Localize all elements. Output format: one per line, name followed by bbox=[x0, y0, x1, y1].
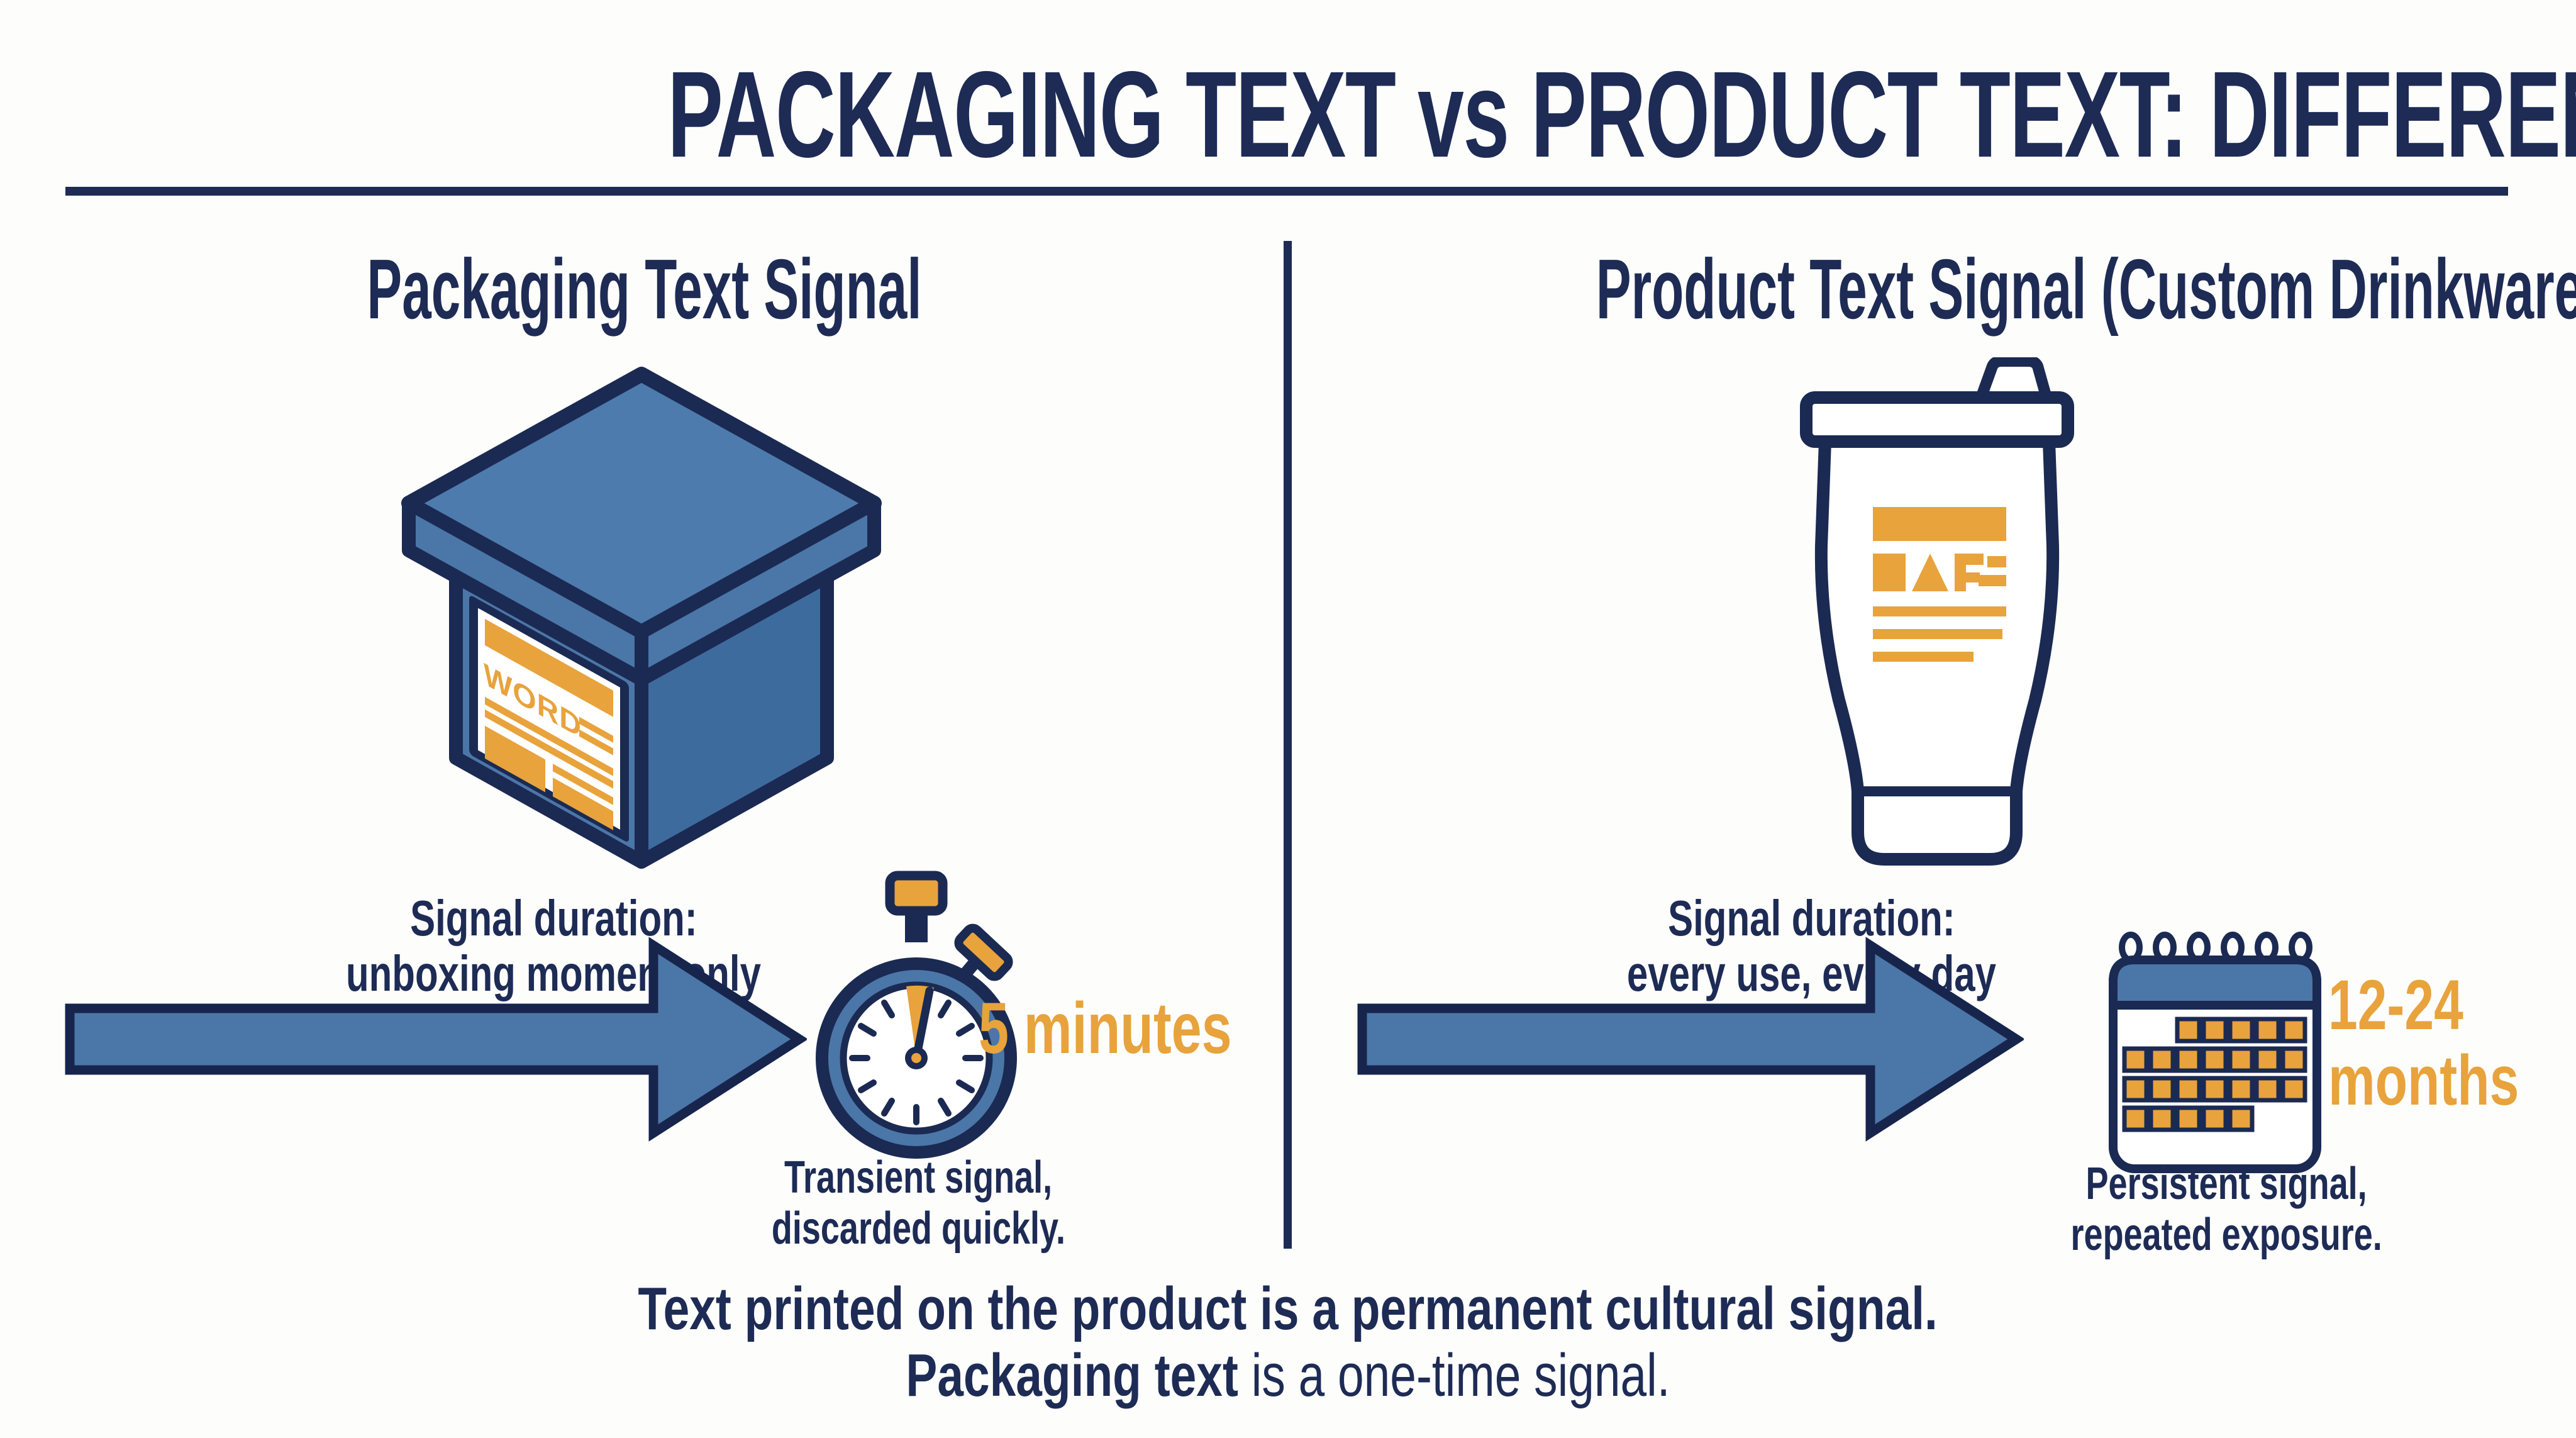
stopwatch-hub-center bbox=[911, 1053, 921, 1063]
twelve-24-text: 12-24 bbox=[2328, 966, 2463, 1044]
tumbler-icon bbox=[1800, 357, 2074, 866]
stopwatch-icon bbox=[816, 871, 1017, 1159]
stopwatch-side-button bbox=[954, 923, 1013, 981]
calendar-day-grid bbox=[2122, 1017, 2307, 1132]
footer-line2-bold: Packaging text bbox=[906, 1342, 1238, 1409]
tumbler-lid bbox=[1800, 391, 2074, 448]
column-divider bbox=[1284, 241, 1292, 1249]
right-column-header-row: Product Text Signal (Custom Drinkware) bbox=[1288, 247, 2576, 332]
stopwatch-hand bbox=[912, 986, 934, 1062]
calendar-header-band bbox=[2109, 956, 2321, 1010]
box-icon: WORD bbox=[401, 367, 882, 869]
right-column-header: Product Text Signal (Custom Drinkware) bbox=[1596, 242, 2576, 337]
stopwatch-ticks bbox=[849, 991, 984, 1125]
left-duration-line1: Signal duration: bbox=[409, 890, 697, 946]
box-word-label: WORD bbox=[469, 596, 629, 842]
right-duration-value: 12-24 months bbox=[2328, 967, 2576, 1118]
stopwatch-top-button bbox=[885, 871, 948, 916]
footer-line2: Packaging text is a one-time signal. bbox=[906, 1341, 1670, 1410]
right-duration-line1: Signal duration: bbox=[1667, 890, 1955, 946]
right-caption: Persistent signal, repeated exposure. bbox=[1943, 1159, 2509, 1260]
right-caption-line2: repeated exposure. bbox=[2070, 1209, 2382, 1260]
left-duration-value: 5 minutes bbox=[979, 993, 1316, 1065]
footer-line1: Text printed on the product is a permane… bbox=[638, 1275, 1938, 1342]
page-title-row: PACKAGING TEXT vs PRODUCT TEXT: DIFFEREN… bbox=[0, 44, 2576, 185]
tumbler-lid-spout bbox=[1975, 357, 2052, 403]
title-rule bbox=[65, 187, 2508, 196]
left-column-header: Packaging Text Signal bbox=[366, 242, 922, 337]
right-caption-line1: Persistent signal, bbox=[2085, 1159, 2367, 1209]
five-minutes-text: 5 minutes bbox=[979, 988, 1232, 1069]
footer-line2-rest: is a one-time signal. bbox=[1238, 1342, 1670, 1409]
footer-line2-row: Packaging text is a one-time signal. bbox=[0, 1341, 2576, 1410]
calendar-spiral-rings bbox=[2119, 932, 2312, 963]
tumbler-body bbox=[1814, 435, 2060, 866]
arrow-right-icon bbox=[65, 937, 807, 1142]
box-lid-rim-right bbox=[635, 496, 881, 686]
footer-line1-row: Text printed on the product is a permane… bbox=[0, 1274, 2576, 1344]
left-caption: Transient signal, discarded quickly. bbox=[641, 1152, 1195, 1254]
calendar-icon bbox=[2109, 932, 2321, 1173]
tumbler-print bbox=[1873, 507, 2006, 662]
months-text: months bbox=[2328, 1040, 2519, 1120]
arrow-right-icon bbox=[1357, 937, 2024, 1142]
left-column-header-row: Packaging Text Signal bbox=[0, 247, 1288, 332]
page-title: PACKAGING TEXT vs PRODUCT TEXT: DIFFEREN… bbox=[667, 46, 2576, 183]
left-caption-line1: Transient signal, bbox=[784, 1152, 1053, 1203]
left-caption-line2: discarded quickly. bbox=[771, 1203, 1065, 1254]
